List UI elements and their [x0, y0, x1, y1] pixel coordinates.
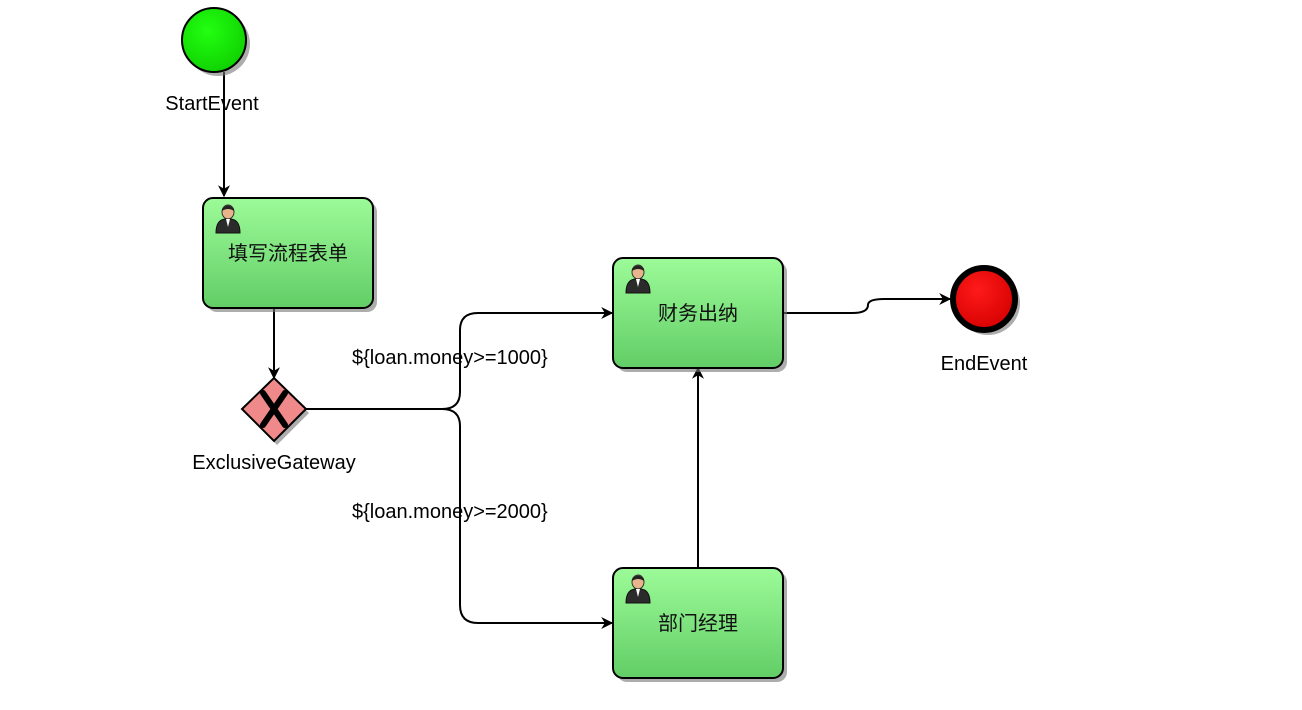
- task-manager-label: 部门经理: [658, 611, 738, 635]
- task-fill-form[interactable]: [202, 197, 377, 312]
- x-mark-icon: [260, 390, 288, 428]
- task-fill-form-label: 填写流程表单: [228, 241, 348, 265]
- start-event-label: StartEvent: [165, 93, 259, 115]
- condition-label-finance: ${loan.money>=1000}: [352, 347, 548, 369]
- gateway-label: ExclusiveGateway: [192, 452, 355, 474]
- task-manager[interactable]: [612, 567, 787, 682]
- task-finance-label: 财务出纳: [658, 301, 738, 325]
- task-finance[interactable]: [612, 257, 787, 372]
- flow-finance-to-end[interactable]: [783, 293, 952, 314]
- user-icon: [215, 203, 243, 235]
- end-event-label: EndEvent: [941, 353, 1028, 375]
- condition-label-manager: ${loan.money>=2000}: [352, 501, 548, 523]
- user-icon: [625, 263, 653, 295]
- end-event[interactable]: [950, 265, 1020, 335]
- flow-gateway-to-manager[interactable]: [306, 408, 614, 629]
- exclusive-gateway[interactable]: [240, 376, 309, 445]
- flow-gateway-to-finance[interactable]: [306, 307, 614, 410]
- user-icon: [625, 573, 653, 605]
- start-event[interactable]: [181, 7, 250, 76]
